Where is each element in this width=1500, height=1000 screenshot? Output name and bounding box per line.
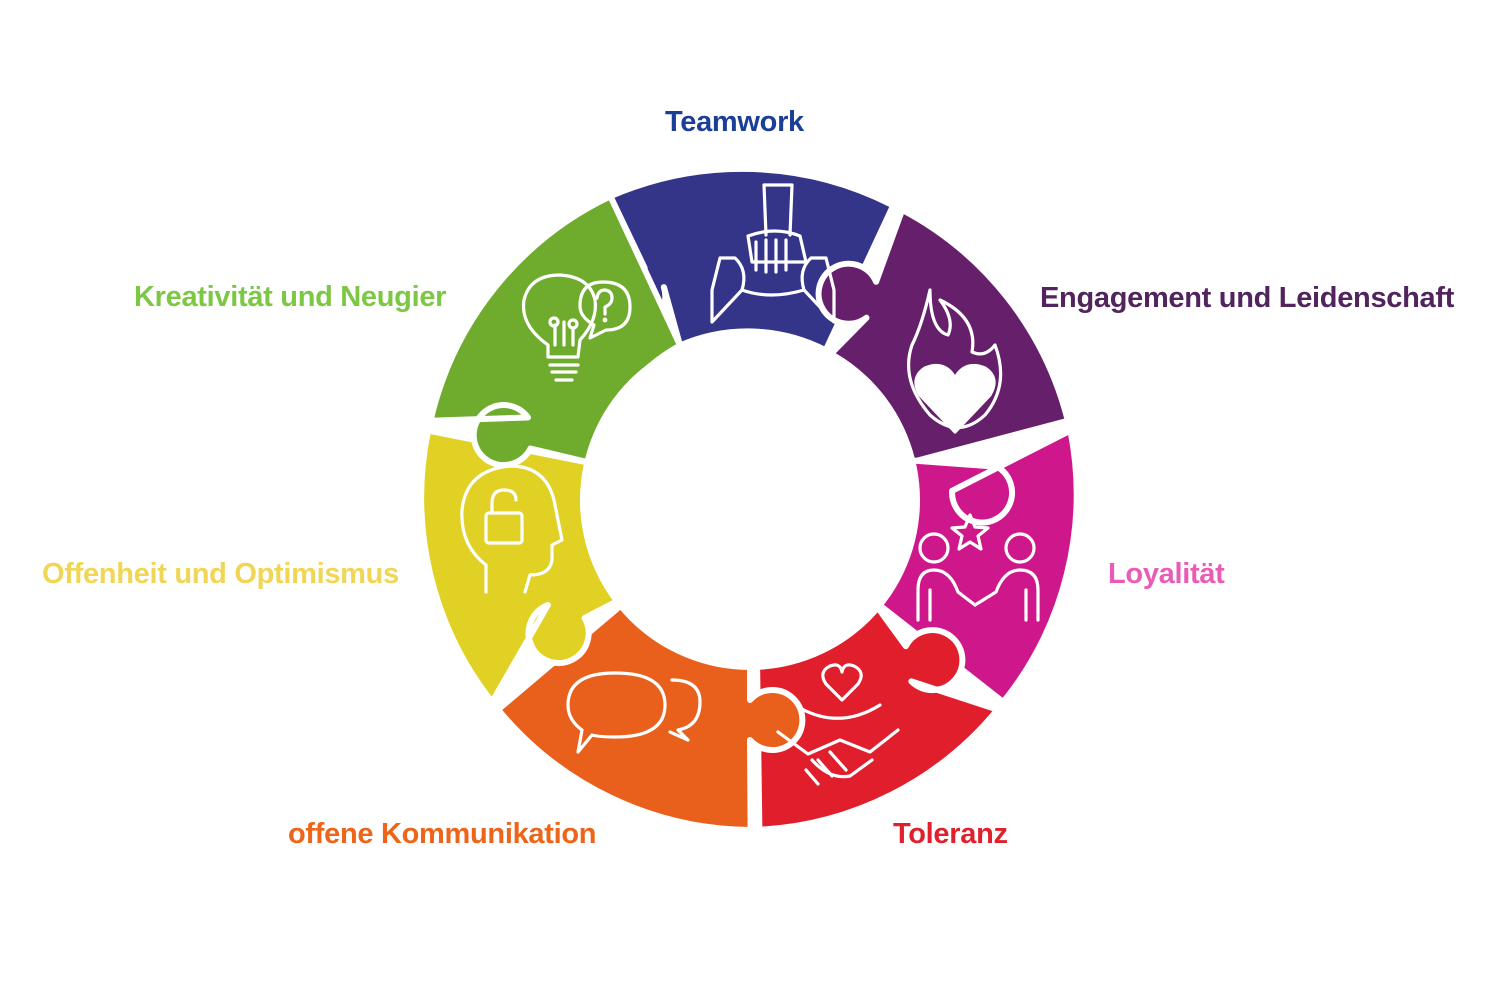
flame-heart-icon [907, 288, 1003, 434]
handshake-heart-icon [776, 663, 900, 786]
label-kreativitaet: Kreativität und Neugier [134, 281, 447, 313]
label-offenheit: Offenheit und Optimismus [42, 558, 399, 590]
lightbulb-question-icon [521, 273, 632, 382]
label-teamwork: Teamwork [665, 106, 804, 138]
center-hole [580, 330, 920, 670]
speech-bubbles-icon [566, 671, 702, 754]
label-kommunikation: offene Kommunikation [288, 818, 597, 850]
head-unlocked-padlock-icon [460, 464, 564, 594]
label-loyalitaet: Loyalität [1108, 558, 1225, 590]
label-engagement: Engagement und Leidenschaft [1040, 282, 1455, 314]
people-star-handshake-icon [916, 513, 1040, 622]
label-toleranz: Toleranz [893, 818, 1008, 850]
stacked-hands-icon [710, 183, 836, 324]
